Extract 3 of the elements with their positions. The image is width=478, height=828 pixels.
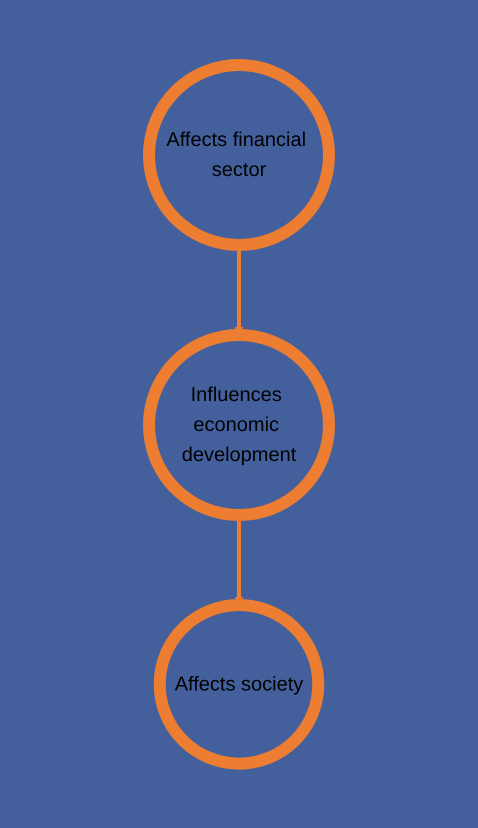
node-circle: Influences economic development	[143, 328, 335, 521]
node-circle: Affects financial sector	[143, 58, 335, 251]
node-circle: Affects society	[154, 598, 324, 770]
